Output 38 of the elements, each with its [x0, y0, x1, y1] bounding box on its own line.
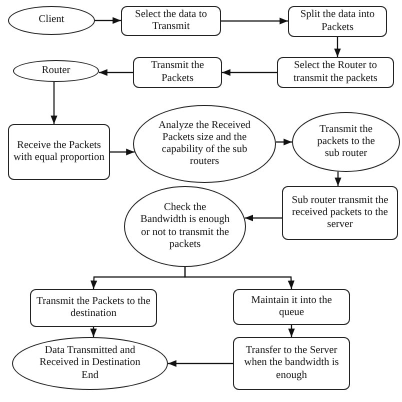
process-box	[288, 6, 387, 37]
node-text: Router	[40, 64, 72, 78]
node-text: Analyze the Received Packets size and the capability of the sub routers	[157, 120, 252, 168]
arrow	[95, 17, 121, 24]
node-text: Sub router transmit the received packets to the server	[290, 194, 390, 232]
node-text: Split the data into Packets	[299, 9, 376, 34]
arrow	[288, 325, 295, 337]
arrow	[334, 172, 342, 186]
node-text: Maintain it into the queue	[250, 294, 333, 320]
process-box	[277, 57, 394, 88]
arrow	[110, 148, 135, 156]
node-text: Receive the Packets with equal proportion	[12, 140, 106, 164]
arrow	[334, 37, 341, 57]
process-box	[233, 289, 350, 325]
node-text: Data Transmitted and Received in Destination End	[38, 345, 142, 382]
arrow	[50, 82, 58, 124]
process-box	[133, 57, 222, 88]
process-box	[233, 337, 350, 390]
arrow	[99, 69, 133, 76]
node-text: Check the Bandwidth is enough or not to transmit the packets	[139, 202, 231, 251]
arrow	[222, 69, 277, 76]
arrow	[244, 214, 282, 222]
node-text: Select the data to Transmit	[134, 8, 208, 34]
arrow	[168, 360, 233, 367]
node-text: Transmit the packets to the sub router	[316, 124, 376, 160]
node-text: Client	[38, 14, 66, 27]
arrow	[221, 18, 288, 24]
process-box	[121, 6, 221, 36]
arrow	[276, 138, 292, 146]
arrow	[184, 267, 294, 290]
node-text: Transfer to the Server when the bandwidth is enough	[243, 345, 340, 382]
node-text: Transmit the Packets	[150, 60, 205, 85]
node-text: Select the Router to transmit the packets	[292, 60, 378, 85]
arrow	[90, 327, 97, 338]
node-text: Transmit the Packets to the destination	[36, 296, 152, 320]
process-box	[282, 186, 398, 240]
process-box	[30, 289, 157, 327]
process-box	[8, 124, 110, 180]
